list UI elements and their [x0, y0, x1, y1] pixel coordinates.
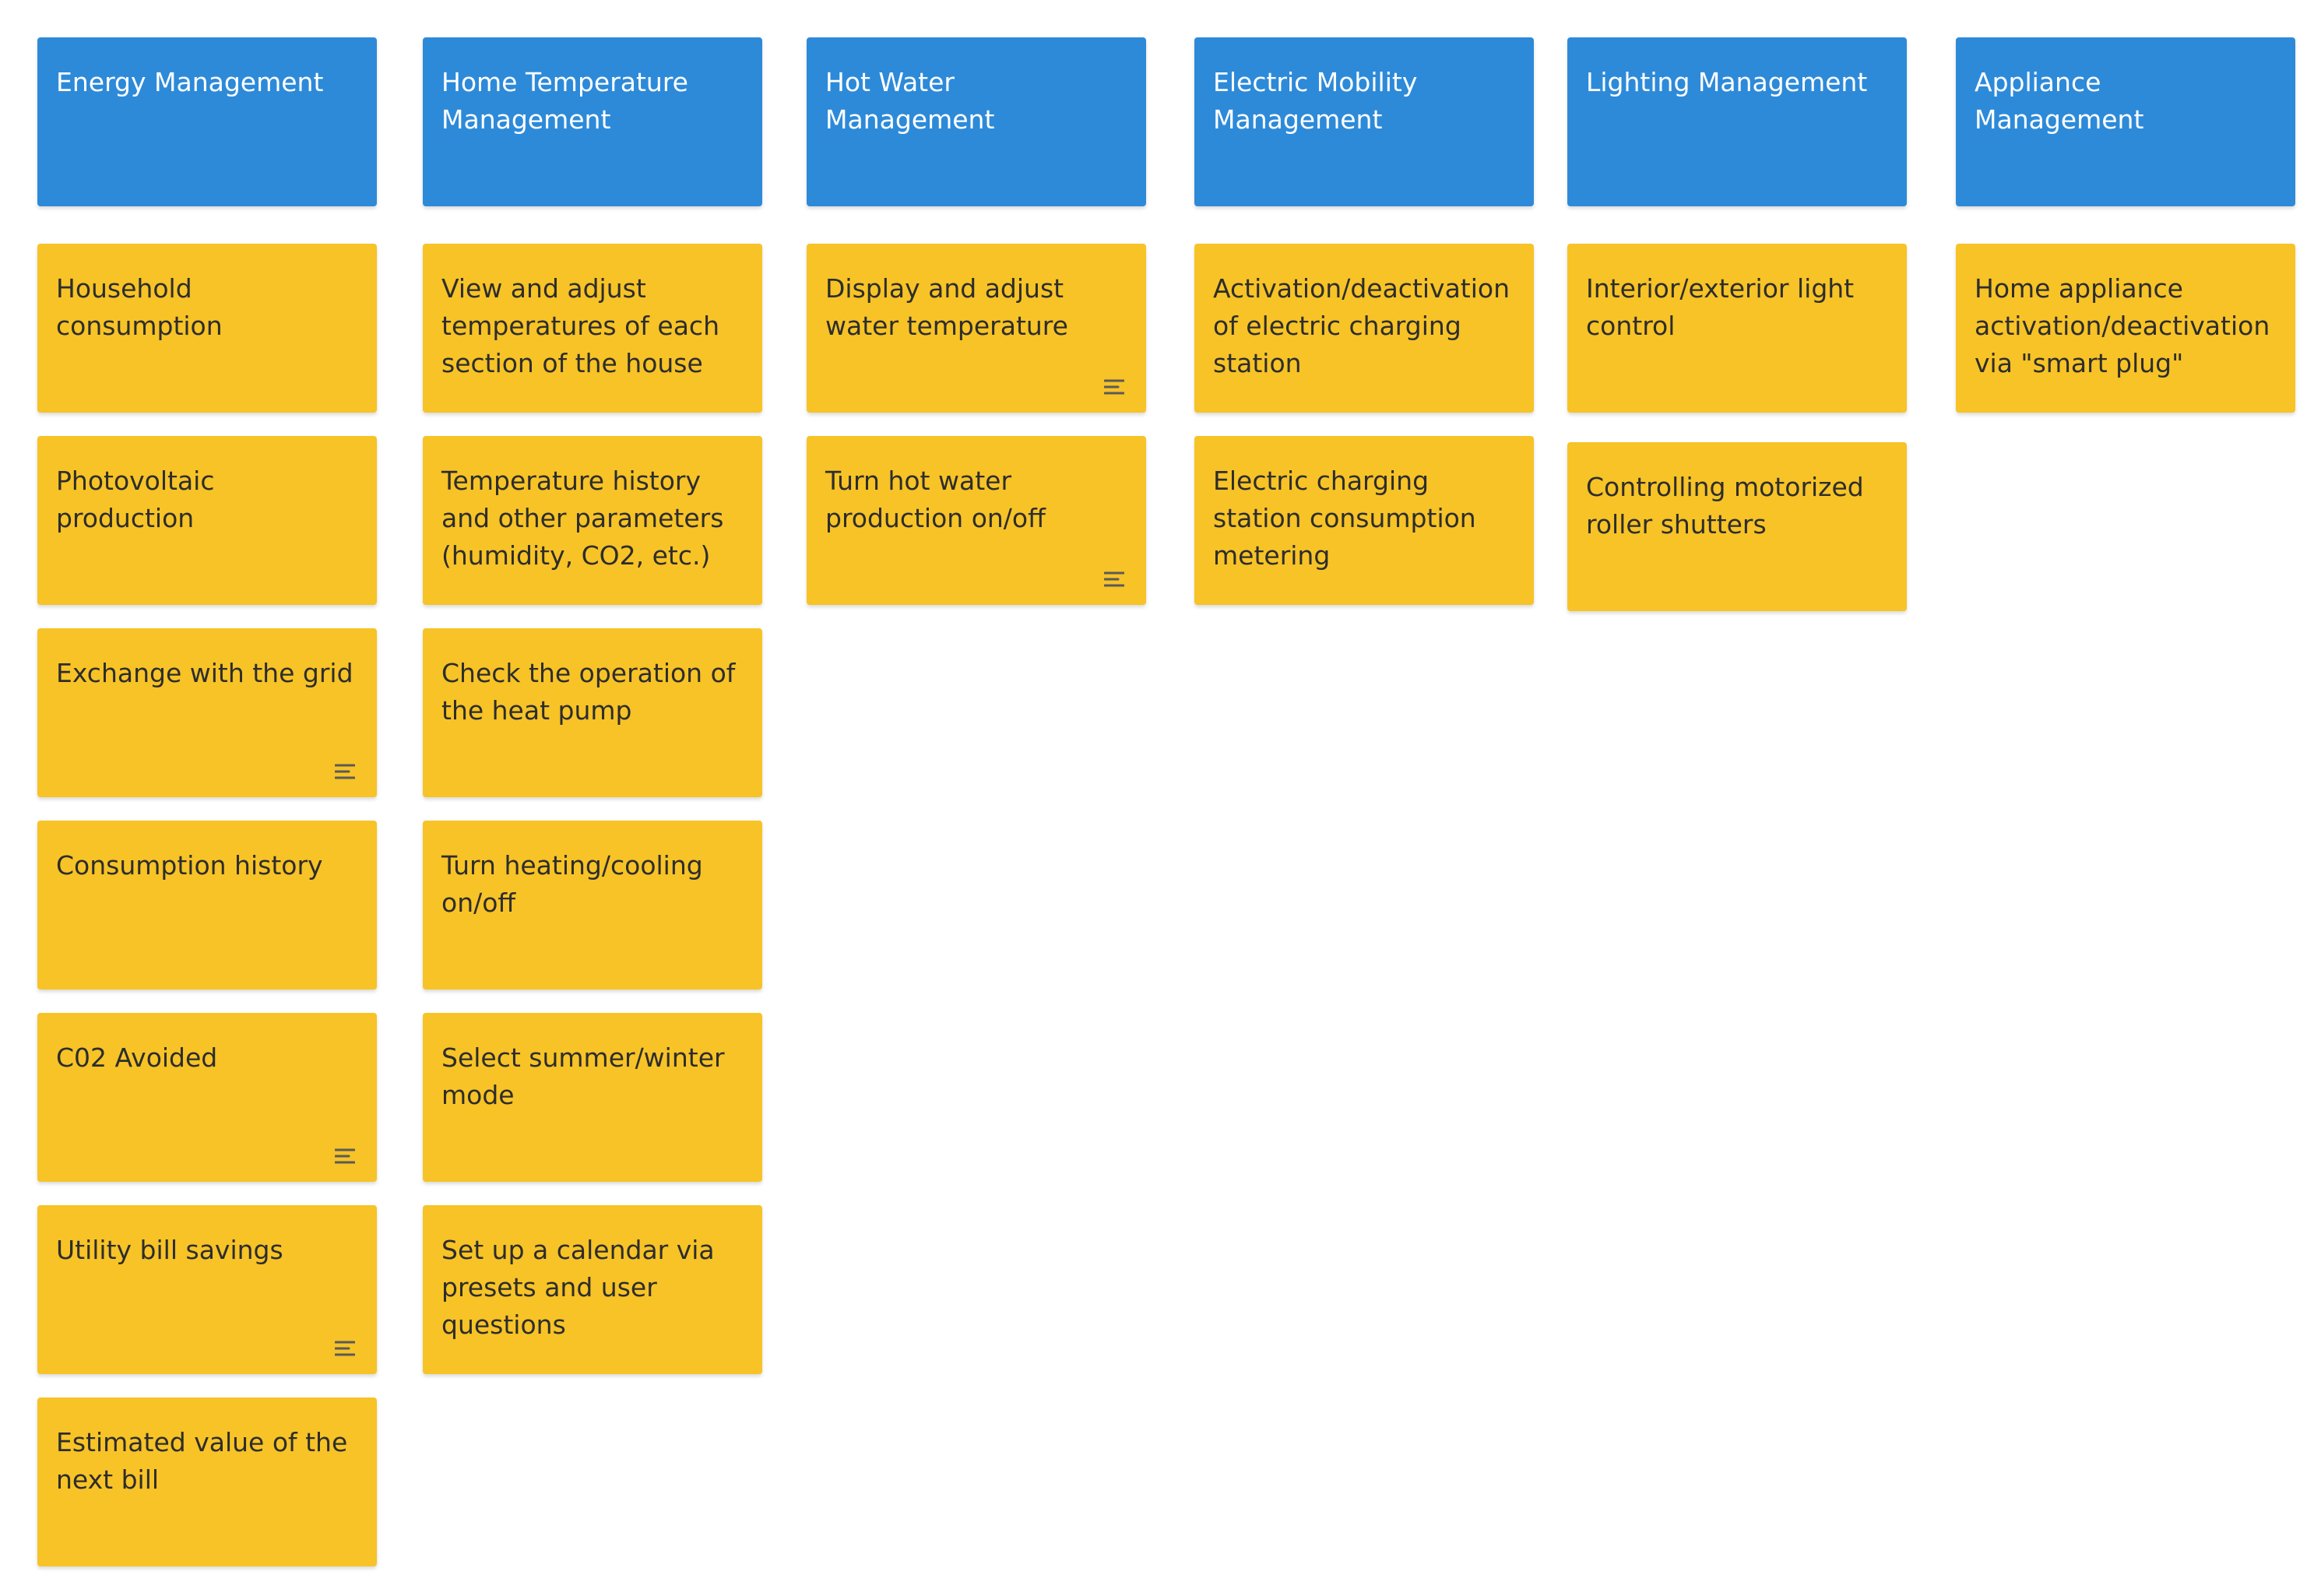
sticky-note-text: Household consumption	[56, 273, 223, 341]
sticky-note-text: Activation/deactivation of electric char…	[1213, 273, 1510, 378]
description-lines-icon	[335, 1148, 355, 1164]
sticky-note-turn-hot-water-production-on-off[interactable]: Turn hot water production on/off	[807, 436, 1146, 605]
sticky-note-controlling-motorized-roller-shutters[interactable]: Controlling motorized roller shutters	[1567, 442, 1907, 611]
sticky-note-text: Photovoltaic production	[56, 466, 215, 533]
header-card-electric-mobility-management[interactable]: Electric Mobility Management	[1194, 37, 1534, 206]
sticky-note-text: Turn hot water production on/off	[825, 466, 1046, 533]
header-card-energy-management[interactable]: Energy Management	[37, 37, 377, 206]
header-card-label: Lighting Management	[1586, 67, 1868, 97]
header-card-lighting-management[interactable]: Lighting Management	[1567, 37, 1907, 206]
sticky-note-utility-bill-savings[interactable]: Utility bill savings	[37, 1205, 377, 1374]
sticky-note-display-and-adjust-water-temperature[interactable]: Display and adjust water temperature	[807, 244, 1146, 413]
header-card-appliance-management[interactable]: Appliance Management	[1956, 37, 2295, 206]
sticky-note-text: Electric charging station consumption me…	[1213, 466, 1476, 571]
sticky-note-select-summer-winter-mode[interactable]: Select summer/winter mode	[423, 1013, 762, 1182]
description-lines-icon	[1104, 379, 1124, 395]
header-card-label: Hot Water Management	[825, 67, 995, 135]
sticky-note-estimated-value-of-the-next-bill[interactable]: Estimated value of the next bill	[37, 1397, 377, 1566]
sticky-note-c02-avoided[interactable]: C02 Avoided	[37, 1013, 377, 1182]
sticky-note-text: Exchange with the grid	[56, 658, 353, 688]
header-card-home-temperature-management[interactable]: Home Temperature Management	[423, 37, 762, 206]
sticky-note-text: Estimated value of the next bill	[56, 1427, 348, 1495]
header-card-label: Electric Mobility Management	[1213, 67, 1418, 135]
sticky-note-text: Set up a calendar via presets and user q…	[441, 1235, 715, 1340]
header-card-label: Home Temperature Management	[441, 67, 688, 135]
description-lines-icon	[1104, 571, 1124, 587]
sticky-note-home-appliance-activation-deactivation-v[interactable]: Home appliance activation/deactivation v…	[1956, 244, 2295, 413]
sticky-note-text: Turn heating/cooling on/off	[441, 850, 703, 918]
sticky-note-activation-deactivation-of-electric-char[interactable]: Activation/deactivation of electric char…	[1194, 244, 1534, 413]
sticky-note-text: Display and adjust water temperature	[825, 273, 1068, 341]
sticky-note-text: Controlling motorized roller shutters	[1586, 472, 1864, 540]
sticky-note-set-up-a-calendar-via-presets-and-user-q[interactable]: Set up a calendar via presets and user q…	[423, 1205, 762, 1374]
sticky-note-consumption-history[interactable]: Consumption history	[37, 821, 377, 990]
sticky-note-exchange-with-the-grid[interactable]: Exchange with the grid	[37, 628, 377, 797]
sticky-note-text: Home appliance activation/deactivation v…	[1975, 273, 2270, 378]
sticky-note-turn-heating-cooling-on-off[interactable]: Turn heating/cooling on/off	[423, 821, 762, 990]
sticky-note-interior-exterior-light-control[interactable]: Interior/exterior light control	[1567, 244, 1907, 413]
description-lines-icon	[335, 1341, 355, 1356]
sticky-note-text: Interior/exterior light control	[1586, 273, 1855, 341]
sticky-note-view-and-adjust-temperatures-of-each-sec[interactable]: View and adjust temperatures of each sec…	[423, 244, 762, 413]
sticky-note-text: Consumption history	[56, 850, 323, 881]
sticky-note-text: View and adjust temperatures of each sec…	[441, 273, 719, 378]
description-lines-icon	[335, 764, 355, 779]
sticky-note-household-consumption[interactable]: Household consumption	[37, 244, 377, 413]
sticky-note-text: C02 Avoided	[56, 1042, 218, 1073]
sticky-note-text: Temperature history and other parameters…	[441, 466, 724, 571]
sticky-note-check-the-operation-of-the-heat-pump[interactable]: Check the operation of the heat pump	[423, 628, 762, 797]
sticky-note-text: Select summer/winter mode	[441, 1042, 725, 1110]
sticky-note-temperature-history-and-other-parameters[interactable]: Temperature history and other parameters…	[423, 436, 762, 605]
header-card-label: Energy Management	[56, 67, 324, 97]
sticky-note-text: Utility bill savings	[56, 1235, 283, 1265]
header-card-label: Appliance Management	[1975, 67, 2144, 135]
sticky-note-photovoltaic-production[interactable]: Photovoltaic production	[37, 436, 377, 605]
sticky-note-text: Check the operation of the heat pump	[441, 658, 736, 726]
header-card-hot-water-management[interactable]: Hot Water Management	[807, 37, 1146, 206]
sticky-note-electric-charging-station-consumption-me[interactable]: Electric charging station consumption me…	[1194, 436, 1534, 605]
